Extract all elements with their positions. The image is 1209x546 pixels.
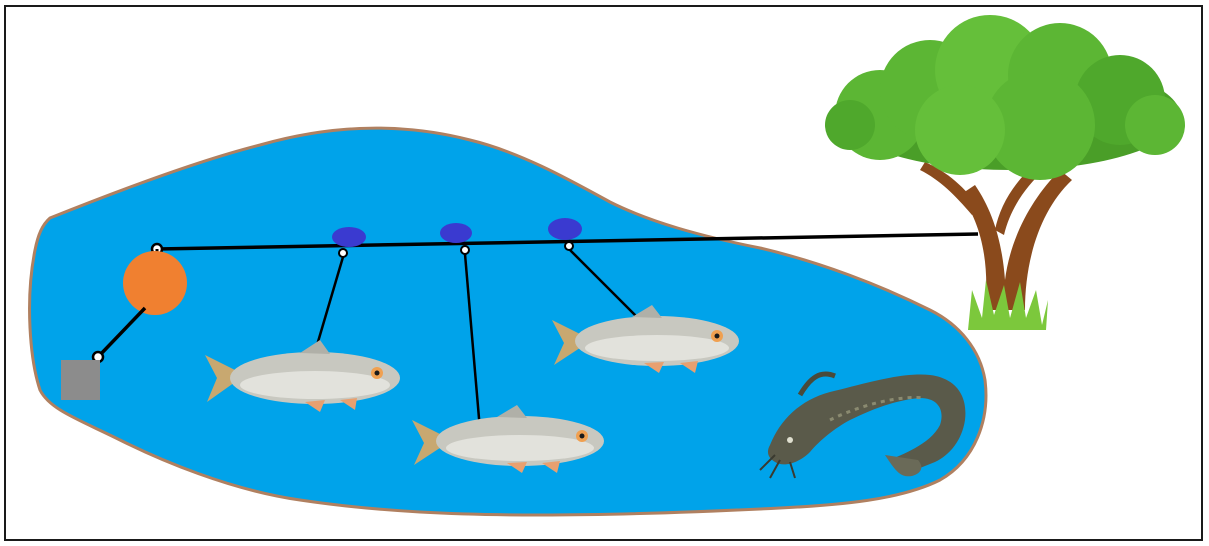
float-1 [332,227,366,247]
anchor-weight [61,360,100,400]
hook-ring-3 [565,242,573,250]
float-2 [440,223,472,243]
float-3 [548,218,582,240]
hook-ring-2 [461,246,469,254]
buoy [123,251,187,315]
hook-ring-1 [339,249,347,257]
